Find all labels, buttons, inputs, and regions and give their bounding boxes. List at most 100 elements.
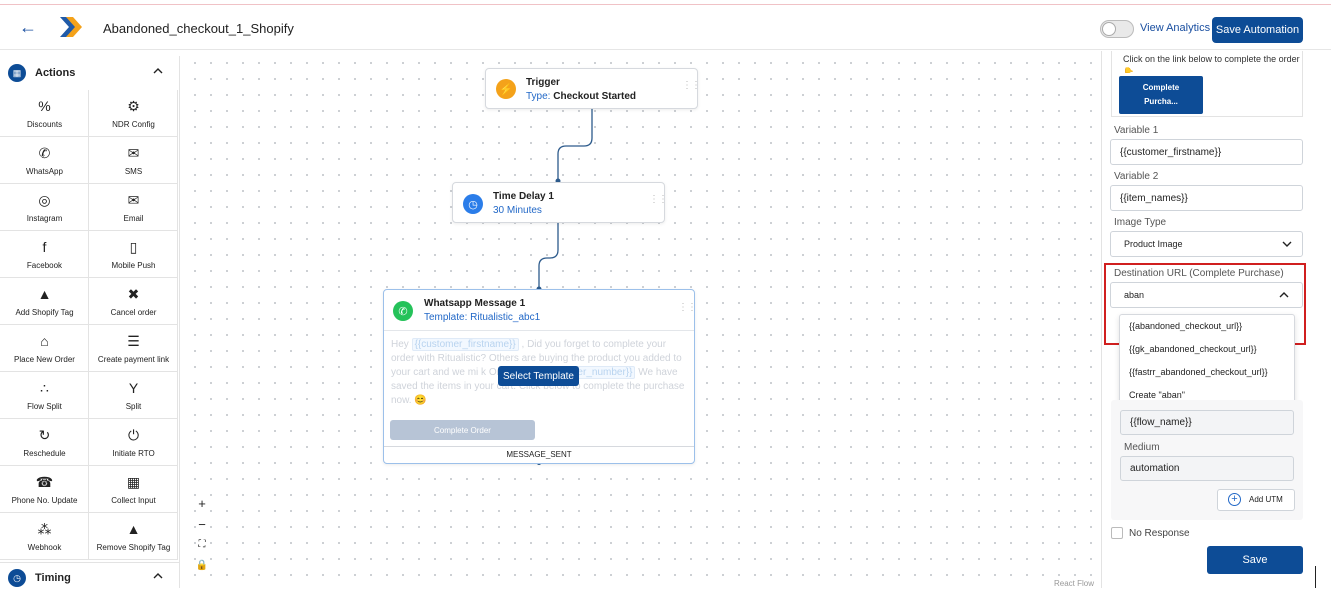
lightning-icon: ⚡ [496,79,516,99]
add-utm-button[interactable]: + Add UTM [1217,489,1295,511]
cancel-cart-icon: ✖ [127,286,140,302]
action-label: Phone No. Update [11,496,78,505]
action-label: Mobile Push [111,261,156,270]
action-instagram[interactable]: ◎Instagram [0,184,89,231]
preview-text: Click on the link below to complete the … [1123,54,1300,73]
shopify-bag-icon: ▲ [126,521,141,537]
chevron-up-icon[interactable] [152,570,164,582]
save-automation-button[interactable]: Save Automation [1212,17,1303,43]
action-label: Initiate RTO [112,449,155,458]
action-whatsapp[interactable]: ✆WhatsApp [0,137,89,184]
sms-icon: ✉ [127,145,140,161]
edge-trigger-delay [557,108,593,181]
action-flow-split[interactable]: ∴ Flow Split [0,372,89,419]
destination-url-value: aban [1124,290,1145,300]
action-remove-shopify-tag[interactable]: ▲Remove Shopify Tag [89,513,178,560]
chevron-up-icon[interactable] [1278,290,1290,300]
message-preview-card: Click on the link below to complete the … [1111,51,1303,117]
fit-view-icon[interactable]: ⛶ [198,539,206,550]
drag-handle-icon[interactable]: ⋮⋮ [682,80,701,91]
facebook-icon: f [42,239,47,255]
action-initiate-rto[interactable]: ⏻ Initiate RTO [89,419,178,466]
action-create-payment-link[interactable]: ☰Create payment link [89,325,178,372]
action-label: Flow Split [27,402,62,411]
email-icon: ✉ [127,192,140,208]
analytics-toggle[interactable] [1100,20,1134,38]
trigger-node[interactable]: ⚡ Trigger Type: Checkout Started ⋮⋮ [485,68,701,109]
action-label: Collect Input [111,496,156,505]
no-response-label: No Response [1129,528,1190,539]
destination-url-input[interactable]: aban [1110,282,1303,308]
action-label: NDR Config [112,120,155,129]
action-place-new-order[interactable]: ⌂ Place New Order [0,325,89,372]
cart-icon: ⌂ [40,333,49,349]
action-label: Split [125,402,142,411]
action-phone-no-update[interactable]: ☎ Phone No. Update [0,466,89,513]
action-label: Create payment link [97,355,170,364]
collect-input-icon: ▦ [126,474,141,490]
action-split[interactable]: Y Split [89,372,178,419]
back-arrow-icon[interactable]: ← [19,17,37,37]
drag-handle-icon[interactable]: ⋮⋮ [649,194,668,205]
actions-title: Actions [35,67,76,79]
view-analytics-link[interactable]: View Analytics [1140,22,1211,34]
dropdown-option-create[interactable]: Create "aban" [1129,390,1185,400]
dropdown-option[interactable]: {{abandoned_checkout_url}} [1129,321,1243,331]
action-sms[interactable]: ✉ SMS [89,137,178,184]
variable2-input[interactable]: {{item_names}} [1110,185,1303,211]
split-icon: Y [128,380,139,396]
lock-icon[interactable]: 🔒 [195,560,209,571]
app-logo-icon [60,17,82,37]
actions-sidebar: ▦ Actions %Discounts ⚙ NDR Config ✆WhatsApp… [0,56,180,588]
action-mobile-push[interactable]: ▯Mobile Push [89,231,178,278]
phone-update-icon: ☎ [35,474,54,490]
shopify-bag-icon: ▲ [37,286,52,302]
action-label: SMS [124,167,143,176]
zoom-out-icon[interactable]: − [198,517,206,532]
dropdown-option[interactable]: {{gk_abandoned_checkout_url}} [1129,344,1257,354]
save-button[interactable]: Save [1207,546,1303,574]
medium-input[interactable]: automation [1120,456,1294,481]
action-collect-input[interactable]: ▦ Collect Input [89,466,178,513]
chevron-up-icon[interactable] [152,65,164,77]
action-cancel-order[interactable]: ✖Cancel order [89,278,178,325]
campaign-input[interactable]: {{flow_name}} [1120,410,1294,435]
action-ndr-config[interactable]: ⚙ NDR Config [89,90,178,137]
action-label: Instagram [26,214,63,223]
add-utm-label: Add UTM [1249,495,1283,504]
trigger-title: Trigger [526,77,560,88]
power-icon: ⏻ [127,427,140,443]
image-type-label: Image Type [1114,217,1167,228]
action-discounts[interactable]: %Discounts [0,90,89,137]
action-add-shopify-tag[interactable]: ▲ Add Shopify Tag [0,278,89,325]
action-email[interactable]: ✉Email [89,184,178,231]
action-label: Place New Order [14,355,75,364]
action-label: Reschedule [23,449,66,458]
select-template-button[interactable]: Select Template [498,366,579,386]
action-reschedule[interactable]: ↻ Reschedule [0,419,89,466]
react-flow-attribution[interactable]: React Flow [1054,579,1095,588]
top-accent-line [0,4,1331,5]
whatsapp-icon: ✆ [393,301,413,321]
actions-section-header[interactable]: ▦ Actions [0,58,180,88]
image-type-select[interactable]: Product Image [1110,231,1303,257]
reschedule-icon: ↻ [38,427,51,443]
timing-section-header[interactable]: ◷ Timing [0,562,180,592]
drag-handle-icon[interactable]: ⋮⋮ [678,302,697,313]
text-cursor [1315,566,1316,588]
dropdown-option[interactable]: {{fastrr_abandoned_checkout_url}} [1129,367,1268,377]
no-response-checkbox[interactable] [1111,527,1123,539]
delay-title: Time Delay 1 [493,191,554,202]
zoom-in-icon[interactable]: + [198,496,206,511]
action-label: Add Shopify Tag [15,308,74,317]
flow-split-icon: ∴ [40,380,49,396]
gear-icon: ⚙ [127,98,140,114]
variable1-input[interactable]: {{customer_firstname}} [1110,139,1303,165]
message-title: Whatsapp Message 1 [424,298,526,309]
action-label: WhatsApp [26,167,63,176]
timer-icon: ◷ [463,194,483,214]
percent-icon: % [38,98,51,114]
action-webhook[interactable]: ⁂Webhook [0,513,89,560]
time-delay-node[interactable]: ◷ Time Delay 1 30 Minutes ⋮⋮ [452,182,668,223]
